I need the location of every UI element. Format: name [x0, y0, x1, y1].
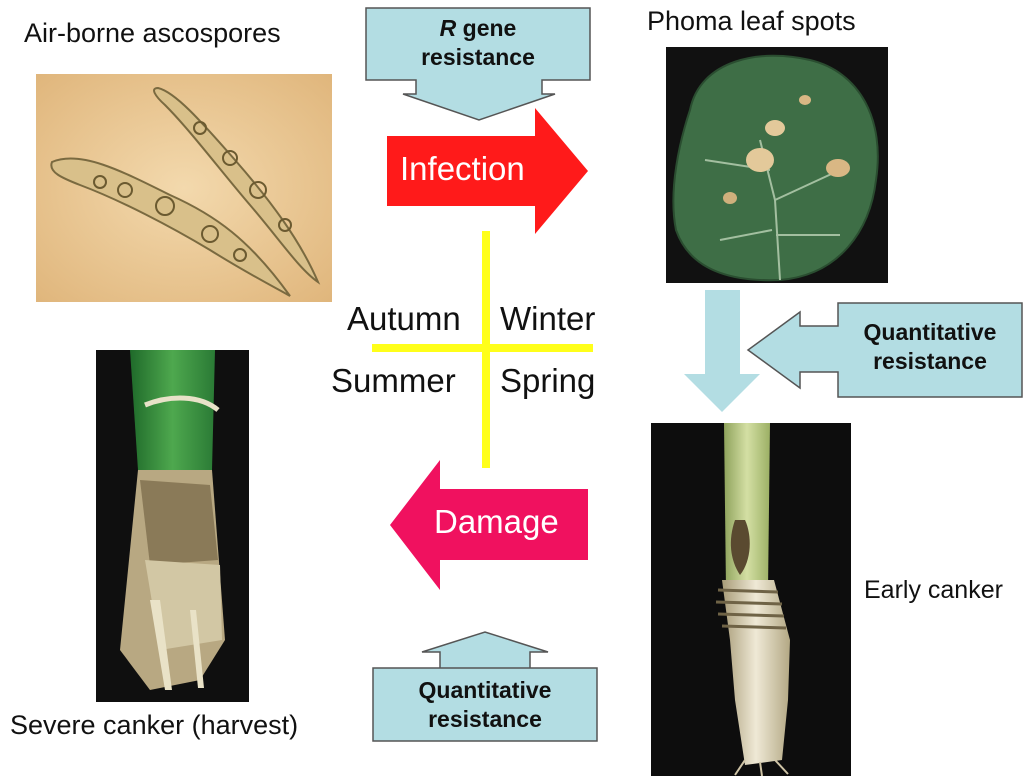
early-canker-image: [651, 423, 851, 776]
quant-bottom-line1: Quantitative: [373, 676, 597, 705]
quantitative-resistance-label-right: Quantitative resistance: [838, 318, 1022, 376]
caption-severe-canker: Severe canker (harvest): [10, 710, 298, 741]
season-summer: Summer: [331, 362, 456, 400]
ascospores-image: [36, 74, 332, 302]
severe-canker-image: [96, 350, 249, 702]
r-gene-italic: R: [440, 15, 457, 41]
quant-right-line2: resistance: [838, 347, 1022, 376]
season-spring: Spring: [500, 362, 595, 400]
caption-ascospores: Air-borne ascospores: [24, 18, 281, 49]
caption-early-canker: Early canker: [864, 576, 1003, 605]
leaf-spots-image: [666, 47, 888, 283]
quantitative-resistance-label-bottom: Quantitative resistance: [373, 676, 597, 734]
r-gene-resistance-label: R gene resistance: [366, 14, 590, 72]
r-gene-word: gene: [456, 15, 516, 41]
season-winter: Winter: [500, 300, 595, 338]
quant-right-line1: Quantitative: [838, 318, 1022, 347]
r-gene-line2: resistance: [366, 43, 590, 72]
caption-leaf-spots: Phoma leaf spots: [647, 6, 856, 37]
season-cross: [372, 231, 593, 468]
damage-label: Damage: [434, 503, 559, 541]
season-autumn: Autumn: [347, 300, 461, 338]
infection-label: Infection: [400, 150, 525, 188]
quant-bottom-line2: resistance: [373, 705, 597, 734]
